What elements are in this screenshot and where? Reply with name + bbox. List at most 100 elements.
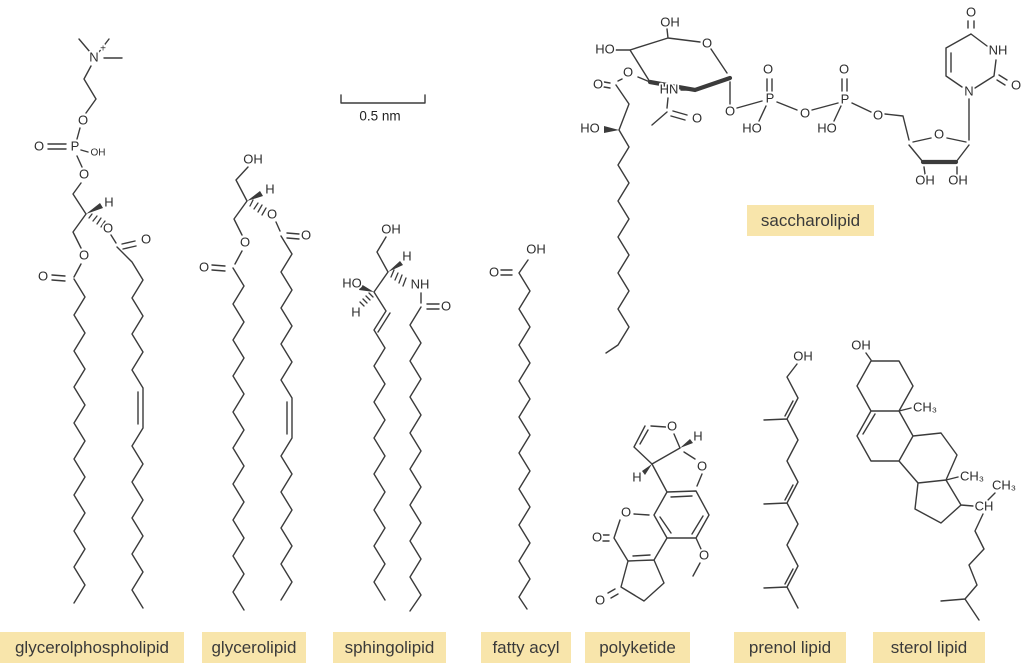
atom-h2: H — [351, 304, 360, 319]
sa-bonds — [603, 20, 1008, 354]
structure-sphingolipid: OH H NH O HO H — [341, 220, 453, 612]
structure-glycerolipid: OH H O O O O — [197, 150, 313, 611]
atom-o-lactone-ring: O — [621, 504, 631, 519]
atom-o-ketone: O — [595, 592, 605, 607]
scale-bar: 0.5 nm — [340, 94, 426, 124]
atom-ho-chain: HO — [580, 120, 600, 135]
atom-o-amide: O — [441, 298, 451, 313]
st-bonds — [856, 352, 996, 621]
atom-o-p2-double: O — [839, 61, 849, 76]
sa-ho-wedge — [604, 126, 619, 133]
atom-ch3-c13: CH₃ — [960, 468, 984, 483]
atom-o-sn1-double: O — [199, 259, 209, 274]
scale-bar-bracket — [340, 94, 426, 104]
label-polyketide: polyketide — [585, 632, 690, 663]
atom-o-ribose: O — [934, 126, 944, 141]
atom-oh: OH — [243, 151, 263, 166]
label-prenol-lipid: prenol lipid — [734, 632, 846, 663]
atom-nh: NH — [411, 276, 430, 291]
atom-o-p-ester: O — [79, 166, 89, 181]
atom-h-left: H — [632, 469, 641, 484]
sl-h-wedge — [388, 261, 403, 272]
atom-oh-c6: OH — [660, 14, 680, 29]
fa-bonds — [500, 259, 531, 610]
atom-oh: OH — [381, 221, 401, 236]
gl-hashed-wedge — [249, 199, 267, 216]
atom-o-methoxy: O — [699, 547, 709, 562]
atom-o-acetyl: O — [692, 110, 702, 125]
atom-h1: H — [402, 248, 411, 263]
atom-oh: OH — [851, 337, 871, 352]
atom-o-ester: O — [623, 64, 633, 79]
atom-o-double: O — [489, 264, 499, 279]
atom-ho-p1: HO — [742, 120, 762, 135]
structure-polyketide: O H O H O O O O — [590, 417, 711, 610]
label-glycerolphospholipid: glycerolphospholipid — [0, 632, 184, 663]
atom-n-plus: + — [100, 44, 106, 55]
structure-saccharolipid: OH HO O O O HN O HO O P O HO O P O HO O … — [579, 3, 1023, 354]
atom-n: N — [89, 49, 98, 64]
atom-h: H — [265, 181, 274, 196]
atom-oh-ribose-left: OH — [915, 172, 935, 187]
atom-ch3-c20: CH₃ — [992, 477, 1016, 492]
atom-o-choline: O — [78, 112, 88, 127]
atom-oh-ribose-right: OH — [948, 172, 968, 187]
atom-p1: P — [766, 90, 775, 105]
atom-o-bridge: O — [800, 105, 810, 120]
label-fatty-acyl: fatty acyl — [481, 632, 571, 663]
atom-o-sn2-double: O — [301, 227, 311, 242]
sl-hashed-wedges — [359, 269, 407, 307]
label-sterol-lipid: sterol lipid — [873, 632, 985, 663]
pk-bonds — [602, 425, 710, 602]
atom-ch: CH — [975, 498, 994, 513]
atom-o-lactone-double: O — [592, 529, 602, 544]
sa-sugar-front-edges — [647, 75, 733, 93]
atom-o-sn2: O — [267, 206, 277, 221]
pk-h-wedge-right — [680, 439, 693, 448]
atom-ho: HO — [342, 275, 362, 290]
atom-h-right: H — [693, 428, 702, 443]
atom-oh: OH — [793, 348, 813, 363]
atom-o-furan-inner: O — [697, 458, 707, 473]
label-glycerolipid: glycerolipid — [202, 632, 306, 663]
atom-o-glycosidic: O — [725, 103, 735, 118]
gpl-hashed-wedge — [88, 213, 106, 228]
atom-hn: HN — [660, 81, 679, 96]
label-sphingolipid: sphingolipid — [333, 632, 446, 663]
atom-ho-p2: HO — [817, 120, 837, 135]
gl-bonds — [211, 166, 300, 611]
atom-o-sn2-double: O — [141, 231, 151, 246]
atom-o-sn1: O — [79, 247, 89, 262]
gl-h-wedge — [247, 191, 263, 201]
atom-oh: OH — [526, 241, 546, 256]
atom-h: H — [104, 194, 113, 209]
pk-h-wedge-left — [642, 464, 652, 475]
atom-o-furan-top: O — [667, 418, 677, 433]
atom-o-uracil-right: O — [1011, 77, 1021, 92]
atom-p2: P — [841, 91, 850, 106]
atom-o-ester-double: O — [593, 76, 603, 91]
sl-ho-wedge — [359, 284, 374, 292]
atom-o-sn1: O — [240, 234, 250, 249]
atom-n1-uracil: N — [964, 83, 973, 98]
gpl-h-wedge — [86, 203, 103, 214]
atom-o-uracil-top: O — [966, 4, 976, 19]
structure-sterol-lipid: OH CH₃ CH₃ CH₃ CH — [850, 336, 1018, 621]
gpl-bonds — [47, 38, 144, 609]
atom-o-c5: O — [873, 107, 883, 122]
atom-ch3-c10: CH₃ — [913, 399, 937, 414]
atom-o-sn1-double: O — [38, 268, 48, 283]
atom-o-sn2: O — [103, 220, 113, 235]
atom-o-ring: O — [702, 35, 712, 50]
atom-o-p1-double: O — [763, 61, 773, 76]
structure-fatty-acyl: OH O — [487, 240, 548, 610]
pr-bonds — [763, 363, 799, 609]
atom-p-oh: OH — [91, 148, 106, 159]
atom-ho-c4: HO — [595, 41, 615, 56]
sl-bonds — [373, 236, 440, 612]
label-saccharolipid: saccharolipid — [747, 205, 874, 236]
atom-o-p-double: O — [34, 138, 44, 153]
structure-glycerolphospholipid: N + O O P OH O H O O O O — [32, 38, 153, 609]
